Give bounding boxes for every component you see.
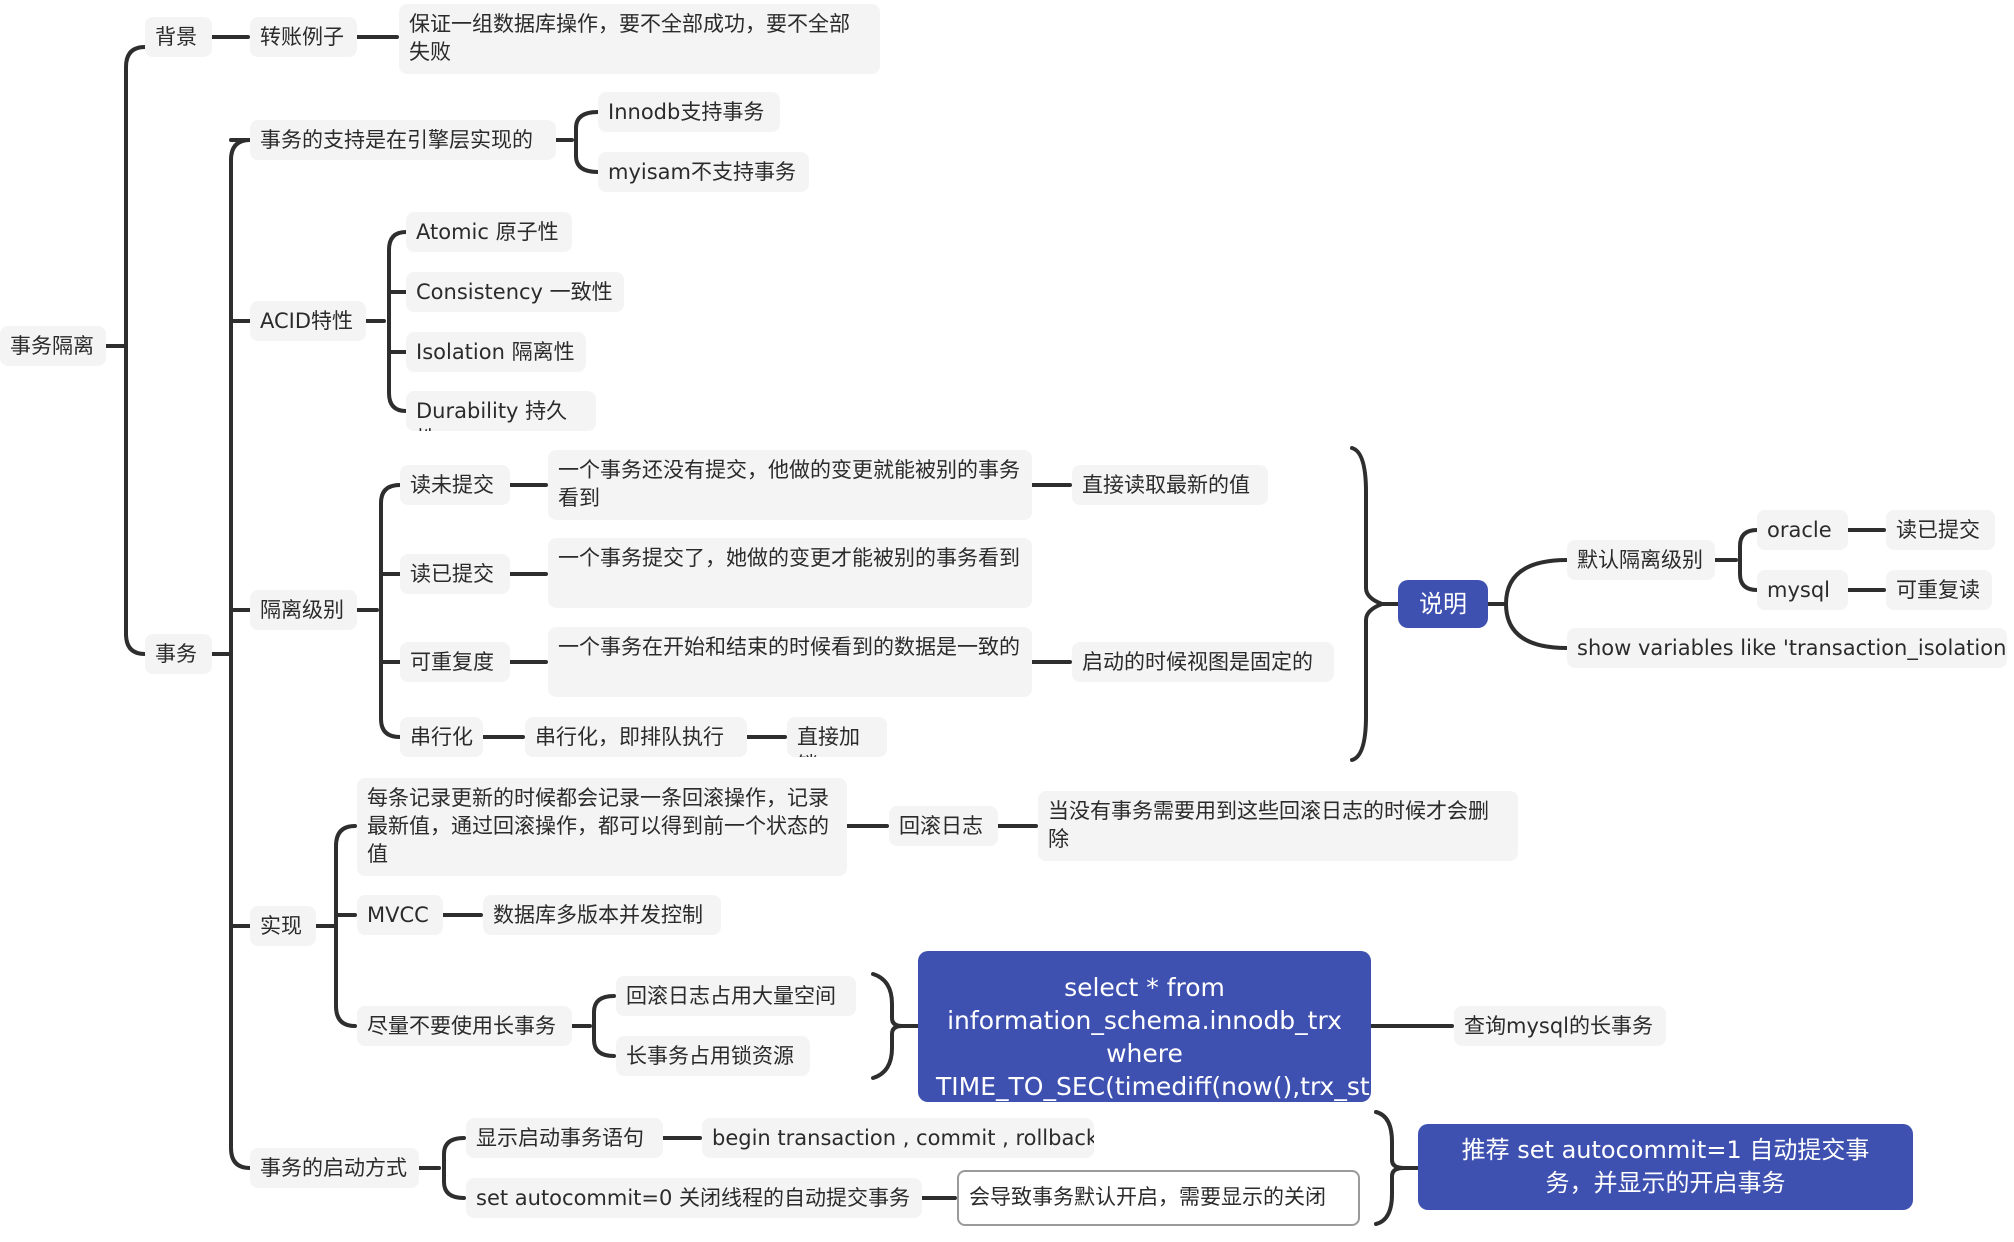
atomic-node[interactable]: Atomic 原子性 — [406, 212, 572, 252]
read-uncommitted-desc[interactable]: 一个事务还没有提交，他做的变更就能被别的事务看到 — [548, 450, 1032, 520]
isolation-node[interactable]: Isolation 隔离性 — [406, 332, 586, 372]
root-node[interactable]: 事务隔离 — [0, 326, 106, 366]
view-fixed-node[interactable]: 启动的时候视图是固定的 — [1072, 642, 1334, 682]
rollback-desc-node[interactable]: 每条记录更新的时候都会记录一条回滚操作，记录最新值，通过回滚操作，都可以得到前一… — [357, 778, 847, 876]
isolation-levels-node[interactable]: 隔离级别 — [250, 590, 357, 630]
direct-lock-node[interactable]: 直接加锁 — [787, 717, 887, 757]
long-tx-query-node[interactable]: select * from information_schema.innodb_… — [918, 951, 1371, 1102]
mvcc-desc-node[interactable]: 数据库多版本并发控制 — [483, 895, 721, 935]
read-latest-node[interactable]: 直接读取最新的值 — [1072, 465, 1268, 505]
long-tx-space-node[interactable]: 回滚日志占用大量空间 — [616, 976, 856, 1016]
mysql-level-node[interactable]: 可重复读 — [1886, 570, 1992, 610]
default-level-node[interactable]: 默认隔离级别 — [1567, 540, 1715, 580]
show-variables-node[interactable]: show variables like 'transaction_isolati… — [1567, 628, 2007, 668]
mysql-node[interactable]: mysql — [1757, 570, 1848, 610]
myisam-node[interactable]: myisam不支持事务 — [598, 152, 809, 192]
read-committed-node[interactable]: 读已提交 — [400, 554, 510, 594]
oracle-node[interactable]: oracle — [1757, 510, 1848, 550]
recommend-node[interactable]: 推荐 set autocommit=1 自动提交事务，并显示的开启事务 — [1418, 1124, 1913, 1210]
repeatable-read-node[interactable]: 可重复度 — [400, 642, 510, 682]
mvcc-node[interactable]: MVCC — [357, 895, 443, 935]
engine-support-node[interactable]: 事务的支持是在引擎层实现的 — [250, 120, 556, 160]
explicit-cmd-node[interactable]: begin transaction , commit , rollback — [702, 1118, 1094, 1158]
explicit-start-node[interactable]: 显示启动事务语句 — [466, 1118, 663, 1158]
read-uncommitted-node[interactable]: 读未提交 — [400, 465, 510, 505]
start-methods-node[interactable]: 事务的启动方式 — [250, 1148, 419, 1188]
serializable-node[interactable]: 串行化 — [400, 717, 483, 757]
transaction-node[interactable]: 事务 — [145, 634, 212, 674]
long-tx-lock-node[interactable]: 长事务占用锁资源 — [616, 1036, 810, 1076]
explanation-node[interactable]: 说明 — [1398, 580, 1488, 628]
rollback-log-node[interactable]: 回滚日志 — [889, 806, 998, 846]
read-committed-desc[interactable]: 一个事务提交了，她做的变更才能被别的事务看到 — [548, 538, 1032, 608]
query-long-tx-label[interactable]: 查询mysql的长事务 — [1454, 1006, 1666, 1046]
repeatable-read-desc[interactable]: 一个事务在开始和结束的时候看到的数据是一致的 — [548, 627, 1032, 697]
avoid-long-tx-node[interactable]: 尽量不要使用长事务 — [357, 1006, 572, 1046]
oracle-level-node[interactable]: 读已提交 — [1886, 510, 1995, 550]
background-node[interactable]: 背景 — [145, 17, 212, 57]
transfer-example-node[interactable]: 转账例子 — [250, 17, 357, 57]
serializable-desc[interactable]: 串行化，即排队执行 — [525, 717, 747, 757]
durability-node[interactable]: Durability 持久性 — [406, 391, 596, 431]
rollback-delete-node[interactable]: 当没有事务需要用到这些回滚日志的时候才会删除 — [1038, 791, 1518, 861]
innodb-node[interactable]: Innodb支持事务 — [598, 92, 780, 132]
autocommit-note-node[interactable]: 会导致事务默认开启，需要显示的关闭 — [957, 1170, 1360, 1226]
autocommit-off-node[interactable]: set autocommit=0 关闭线程的自动提交事务 — [466, 1178, 922, 1218]
acid-node[interactable]: ACID特性 — [250, 301, 366, 341]
consistency-node[interactable]: Consistency 一致性 — [406, 272, 624, 312]
background-note[interactable]: 保证一组数据库操作，要不全部成功，要不全部失败 — [399, 4, 880, 74]
implementation-node[interactable]: 实现 — [250, 906, 316, 946]
